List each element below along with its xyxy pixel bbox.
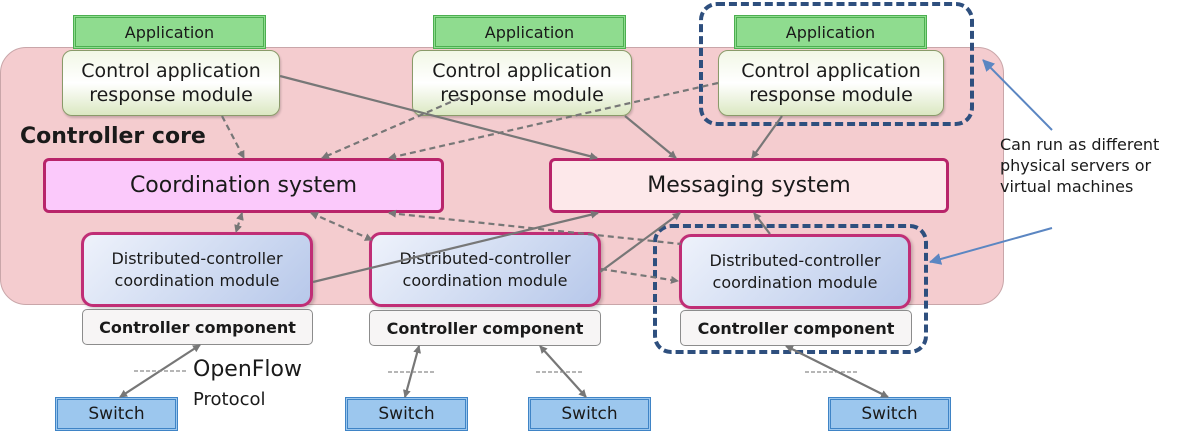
control-app-response-module-1: Control application response module [62, 50, 280, 116]
dashed-coord-dist2 [310, 211, 373, 242]
arrow-resp1-messaging [279, 74, 598, 161]
distributed-controller-module-2: Distributed-controller coordination modu… [369, 232, 601, 307]
dashed-resp2-coordination [321, 96, 461, 160]
controller-core-label: Controller core [20, 124, 206, 149]
vm-group-frame-top [699, 2, 974, 126]
switch-1: Switch [55, 397, 178, 431]
arrow-dist3-messaging [753, 212, 771, 235]
application-box-1: Application [73, 15, 266, 49]
controller-component-1: Controller component [82, 309, 313, 345]
callout-arrow-top [982, 59, 1053, 131]
control-app-response-module-2: Control application response module [412, 50, 632, 116]
arrow-dist2-messaging [599, 212, 681, 273]
application-box-3: Application [734, 15, 927, 49]
coordination-system: Coordination system [43, 158, 444, 213]
protocol-label: Protocol [193, 389, 266, 410]
arrow-dist1-messaging [312, 210, 599, 284]
controller-component-2: Controller component [369, 310, 601, 346]
messaging-system: Messaging system [549, 158, 949, 213]
application-box-2: Application [433, 15, 626, 49]
openflow-label: OpenFlow [193, 357, 302, 382]
switch-2: Switch [345, 397, 468, 431]
dashed-coord-dist3 [388, 209, 682, 246]
callout-arrow-bottom [929, 227, 1053, 265]
distributed-controller-module-1: Distributed-controller coordination modu… [81, 232, 313, 307]
dashed-resp1-coordination [221, 115, 245, 159]
dashed-resp3-coordination [388, 81, 719, 161]
controller-component-3: Controller component [680, 310, 912, 346]
distributed-controller-module-3: Distributed-controller coordination modu… [679, 234, 911, 309]
arrow-resp3-messaging [751, 115, 783, 159]
control-app-response-module-3: Control application response module [718, 50, 944, 116]
dashed-dist2-dist3 [600, 267, 679, 284]
switch-3: Switch [528, 397, 651, 431]
switch-4: Switch [828, 397, 951, 431]
dashed-coord-dist1 [234, 212, 244, 233]
deployment-note: Can run as different physical servers or… [1000, 135, 1160, 196]
arrow-resp2-messaging [624, 115, 677, 159]
